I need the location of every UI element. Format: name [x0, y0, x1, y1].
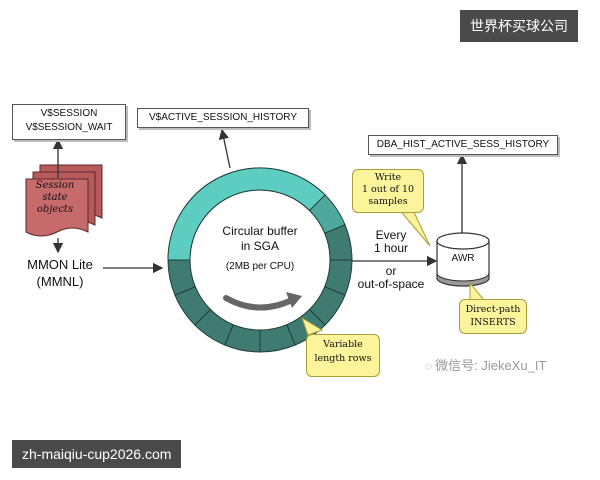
session-objects-label: Session state objects	[24, 180, 86, 216]
ash-box: V$ACTIVE_SESSION_HISTORY	[137, 108, 309, 128]
session-objects-line2: state	[42, 192, 68, 203]
session-objects-line1: Session	[35, 180, 75, 191]
direct-note-line2: INSERTS	[470, 317, 516, 328]
write-note: Write 1 out of 10 samples	[352, 169, 424, 213]
rotation-arrow-icon	[223, 295, 295, 311]
vsession-box: V$SESSION V$SESSION_WAIT	[12, 104, 126, 140]
every-line4: out-of-space	[357, 277, 425, 291]
variable-note-pointer	[301, 316, 324, 336]
vsession-line2: V$SESSION_WAIT	[25, 122, 113, 133]
every-line3: or	[385, 264, 397, 278]
mmon-label: MMON Lite (MMNL)	[14, 256, 106, 290]
every-line1: Every	[375, 228, 407, 242]
ring-free-space	[167, 167, 326, 261]
wechat-watermark: ◌微信号: JiekeXu_IT	[425, 355, 546, 374]
write-note-line1: Write	[374, 172, 402, 183]
write-note-line3: samples	[368, 196, 408, 207]
variable-length-note: Variable length rows	[306, 334, 380, 377]
direct-path-note: Direct-path INSERTS	[459, 299, 527, 334]
buffer-line3: (2MB per CPU)	[225, 261, 295, 272]
arrow-buffer-to-ash	[218, 128, 231, 169]
direct-note-line1: Direct-path	[465, 304, 521, 315]
buffer-line1: Circular buffer	[222, 224, 298, 238]
write-note-line2: 1 out of 10	[361, 184, 415, 195]
session-objects-stack	[25, 164, 103, 237]
every-hour-label: Every 1 hour or out-of-space	[356, 229, 426, 291]
rotation-arrowhead-icon	[286, 292, 302, 308]
mmon-line2: (MMNL)	[36, 274, 84, 289]
variable-note-line2: length rows	[314, 353, 372, 364]
awr-cylinder-icon	[436, 232, 490, 287]
buffer-label: Circular buffer in SGA (2MB per CPU)	[205, 224, 315, 274]
awr-label: AWR	[451, 253, 475, 264]
dba-hist-box: DBA_HIST_ACTIVE_SESS_HISTORY	[368, 135, 558, 155]
buffer-line2: in SGA	[240, 239, 279, 253]
site-badge-bottom: zh-maiqiu-cup2026.com	[12, 440, 182, 468]
watermark-text: 微信号: JiekeXu_IT	[435, 358, 547, 373]
every-line2: 1 hour	[373, 241, 409, 255]
site-badge-top: 世界杯买球公司	[460, 10, 578, 42]
vsession-line1: V$SESSION	[40, 108, 98, 119]
wechat-icon: ◌	[425, 359, 433, 373]
variable-note-line1: Variable	[323, 339, 363, 350]
session-objects-line3: objects	[36, 204, 74, 215]
direct-note-pointer	[469, 281, 486, 301]
mmon-line1: MMON Lite	[27, 257, 93, 272]
